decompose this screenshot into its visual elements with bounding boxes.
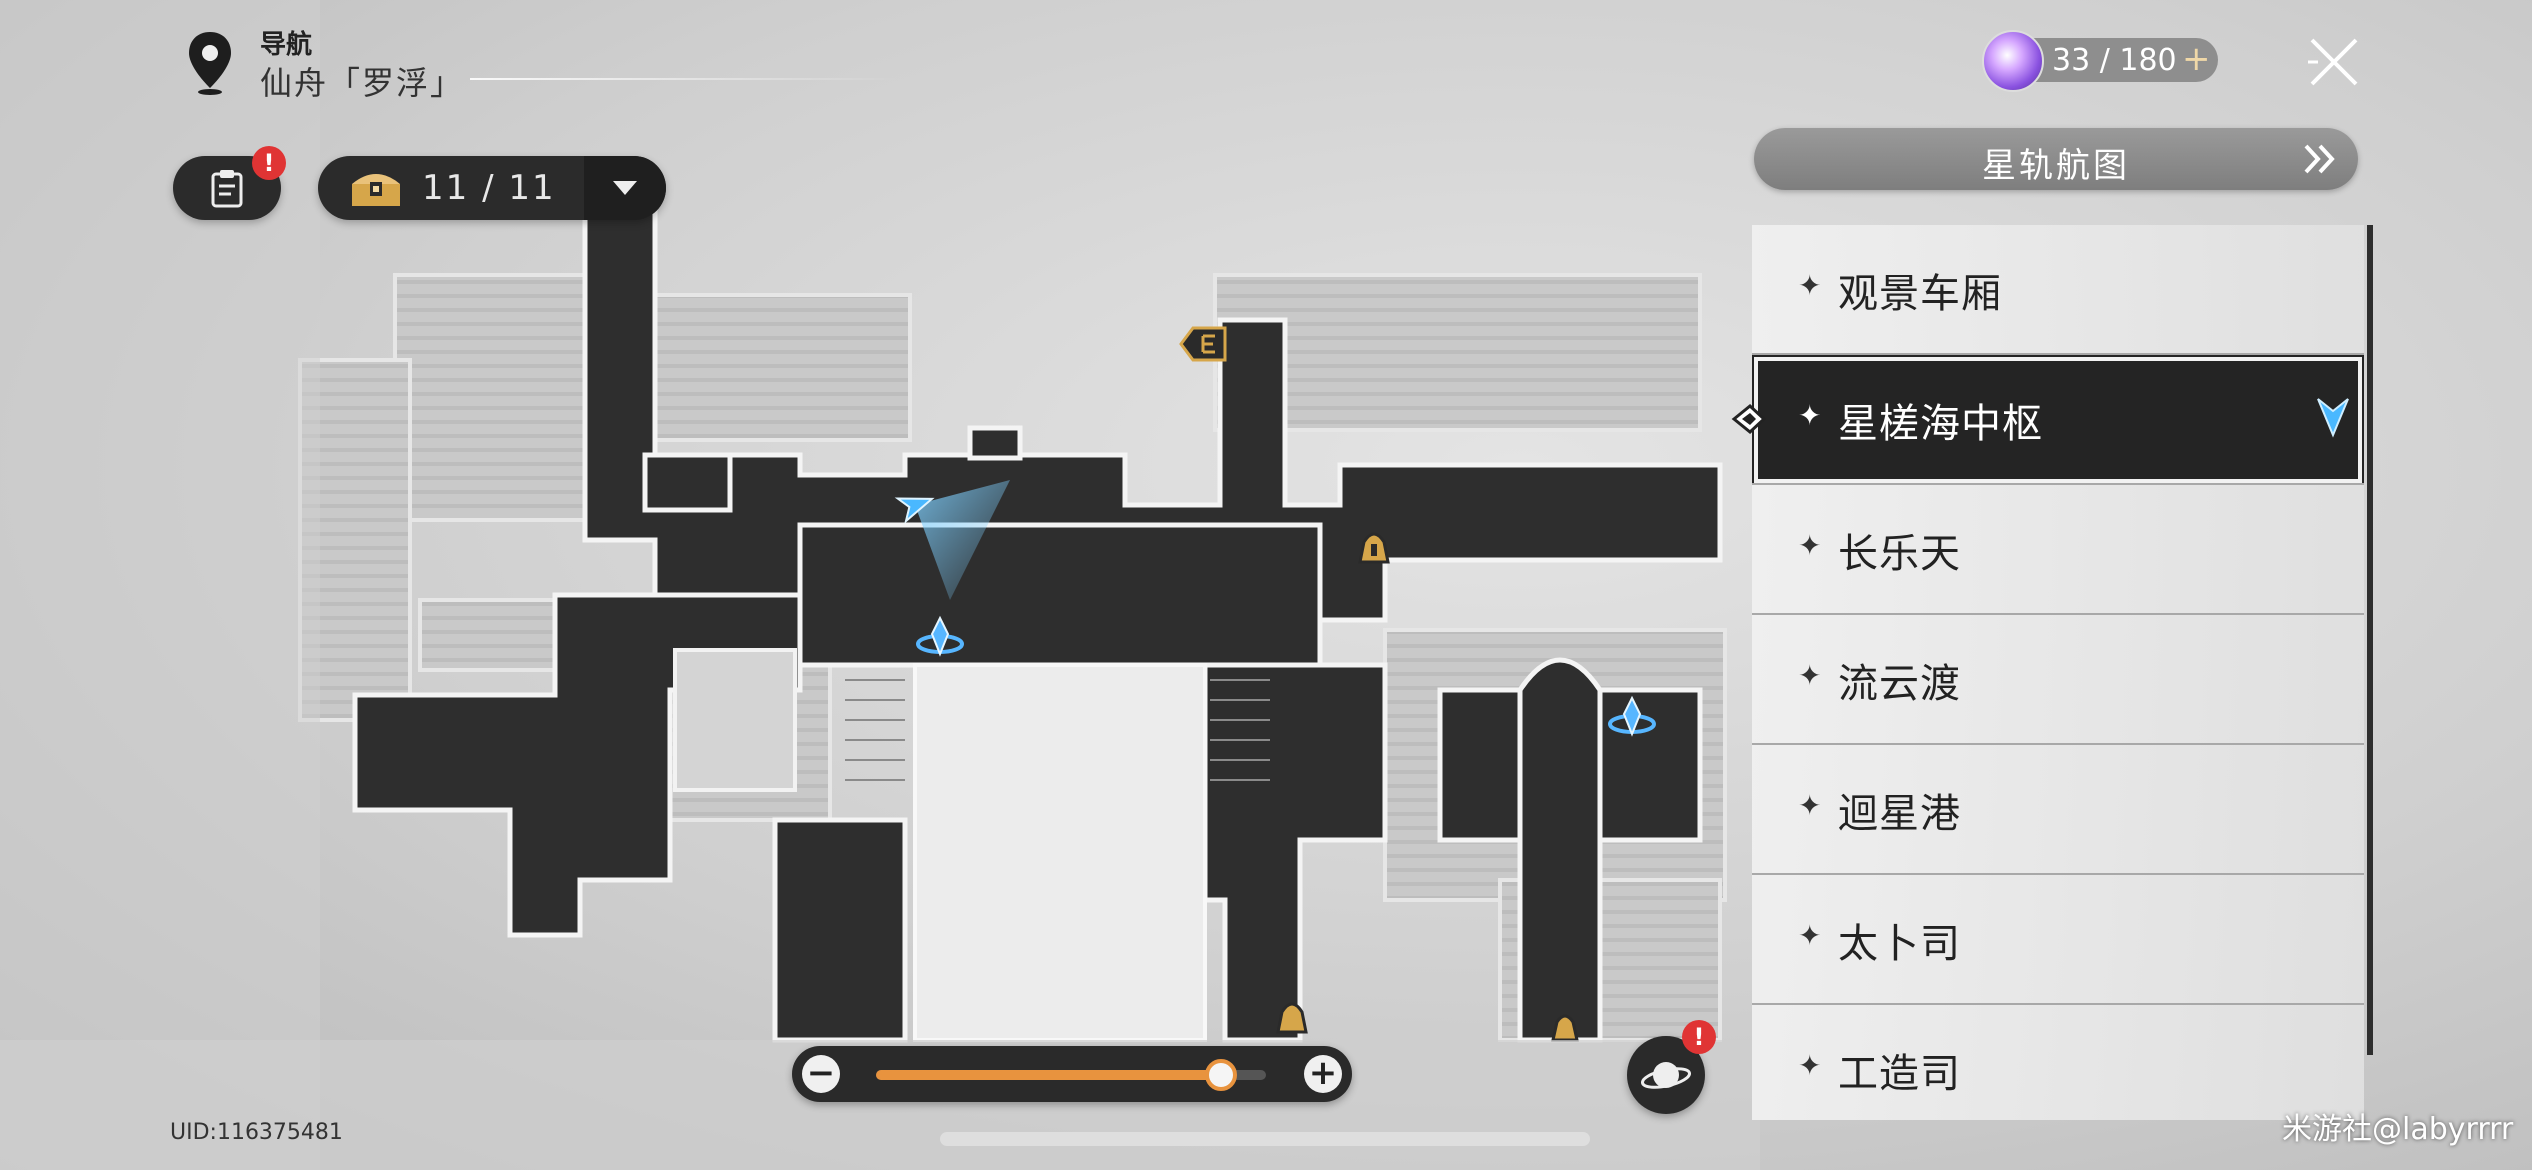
region-star-icon: ✦ xyxy=(1798,919,1822,952)
zoom-slider-fill xyxy=(876,1070,1222,1080)
zoom-out-button[interactable]: − xyxy=(802,1055,840,1093)
region-item[interactable]: ✦ 流云渡 xyxy=(1752,615,2364,745)
region-name: 迴星港 xyxy=(1838,791,1961,837)
zoom-slider-handle[interactable] xyxy=(1205,1059,1238,1091)
region-name: 太卜司 xyxy=(1838,921,1961,967)
map-courtyard xyxy=(673,648,797,792)
region-star-icon: ✦ xyxy=(1798,269,1822,302)
treasure-chest-counter[interactable]: 11 / 11 xyxy=(318,156,666,220)
exit-door-icon[interactable] xyxy=(1179,326,1227,362)
bell-icon[interactable] xyxy=(1276,1002,1308,1034)
zoom-in-button[interactable]: + xyxy=(1304,1055,1342,1093)
nav-divider xyxy=(470,78,900,80)
region-list[interactable]: ✦ 观景车厢 ✦ 星槎海中枢 ✦ 长乐天 ✦ 流云渡 ✦ 迴星港 ✦ 太卜司 ✦… xyxy=(1752,225,2364,1120)
region-star-icon: ✦ xyxy=(1798,529,1822,562)
map-plaza xyxy=(913,663,1207,1042)
player-arrow-icon xyxy=(894,497,935,524)
task-alert-badge: ! xyxy=(252,146,286,180)
task-list-icon xyxy=(211,170,243,208)
bell-icon[interactable] xyxy=(1551,1014,1579,1042)
planet-alert-badge: ! xyxy=(1682,1020,1716,1054)
player-view-cone xyxy=(915,480,1010,600)
trailblaze-power-icon xyxy=(1982,30,2044,92)
region-star-icon: ✦ xyxy=(1798,659,1822,692)
region-name: 观景车厢 xyxy=(1838,271,2002,317)
region-item[interactable]: ✦ 长乐天 xyxy=(1752,485,2364,615)
map-dark-areas xyxy=(352,192,1723,1043)
region-item[interactable]: ✦ 工造司 xyxy=(1752,1005,2364,1120)
star-rail-map-button[interactable]: 星轨航图 xyxy=(1754,128,2358,190)
star-rail-map-label: 星轨航图 xyxy=(1982,146,2130,186)
map-stairs xyxy=(845,679,1270,781)
region-name: 工造司 xyxy=(1838,1051,1961,1097)
region-star-icon: ✦ xyxy=(1798,399,1822,432)
region-item[interactable]: ✦ 太卜司 xyxy=(1752,875,2364,1005)
power-add-button[interactable]: + xyxy=(2182,39,2211,79)
home-indicator xyxy=(940,1132,1590,1146)
bell-icon[interactable] xyxy=(1358,532,1390,564)
nav-label: 导航 xyxy=(260,30,313,60)
chest-dropdown-button[interactable] xyxy=(584,156,666,220)
zoom-control[interactable]: − + xyxy=(792,1046,1352,1102)
region-item[interactable]: ✦ 迴星港 xyxy=(1752,745,2364,875)
user-id: UID:116375481 xyxy=(170,1120,343,1145)
region-name: 长乐天 xyxy=(1838,531,1961,577)
close-icon[interactable] xyxy=(2304,32,2364,92)
region-star-icon: ✦ xyxy=(1798,789,1822,822)
location-name: 仙舟「罗浮」 xyxy=(260,64,465,102)
treasure-chest-icon xyxy=(352,174,400,206)
region-star-icon: ✦ xyxy=(1798,1049,1822,1082)
watermark: 米游社@labyrrrr xyxy=(2282,1112,2514,1147)
power-value: 33 / 180 xyxy=(2052,43,2177,78)
trailblaze-power-counter[interactable]: 33 / 180 + xyxy=(1982,30,2218,92)
region-name: 星槎海中枢 xyxy=(1838,401,2043,447)
chest-count: 11 / 11 xyxy=(422,168,556,208)
space-anchor-icon[interactable] xyxy=(916,615,964,657)
dropdown-triangle-icon xyxy=(613,181,637,195)
space-anchor-icon[interactable] xyxy=(1608,695,1656,737)
current-location-arrow-icon xyxy=(2317,398,2349,438)
region-item[interactable]: ✦ 观景车厢 xyxy=(1752,225,2364,355)
selection-pointer-icon xyxy=(1731,404,1767,434)
region-item-selected[interactable]: ✦ 星槎海中枢 xyxy=(1752,355,2364,485)
zoom-slider[interactable] xyxy=(876,1059,1266,1091)
region-list-scrollbar[interactable] xyxy=(2367,225,2373,1055)
location-pin-icon xyxy=(189,32,231,95)
region-name: 流云渡 xyxy=(1838,661,1961,707)
double-chevron-icon xyxy=(2304,144,2335,174)
planet-icon xyxy=(1641,1062,1691,1089)
